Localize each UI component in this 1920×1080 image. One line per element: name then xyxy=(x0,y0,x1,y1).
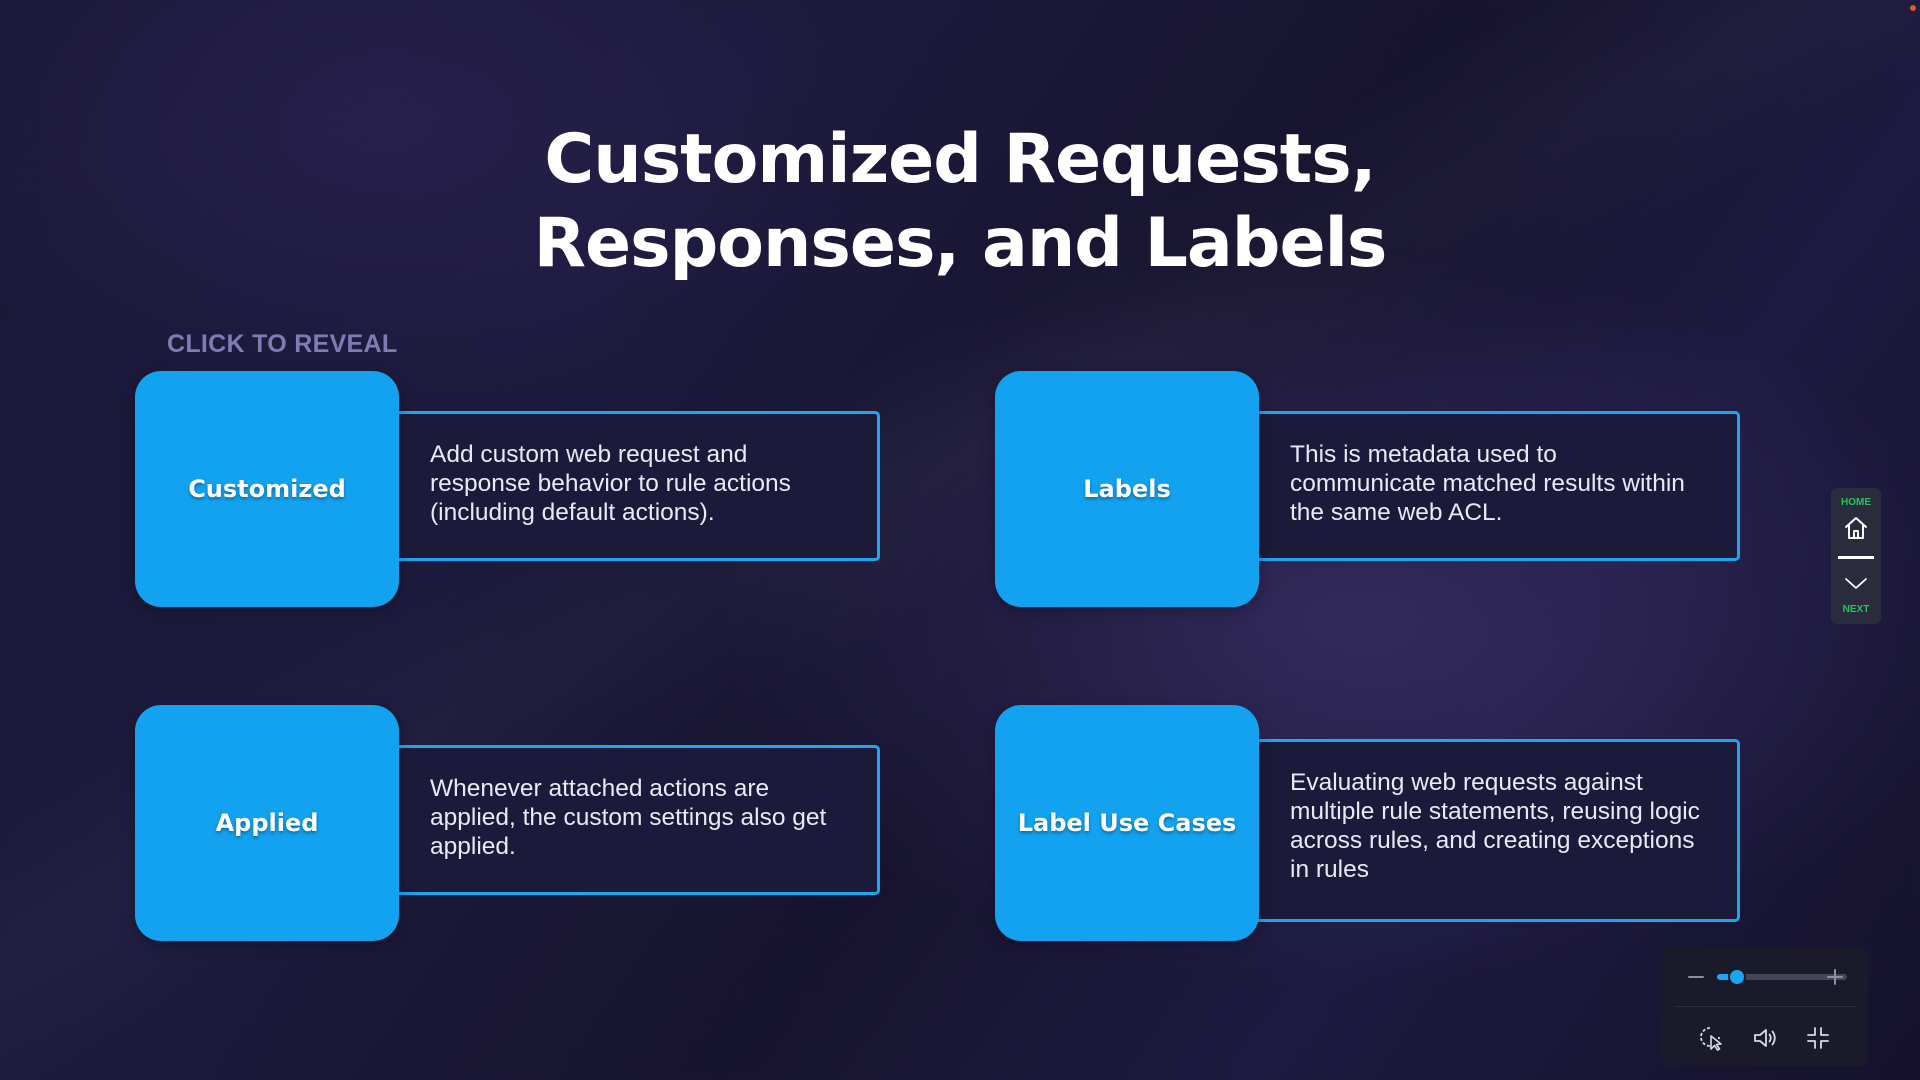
card-label-use-cases-tab[interactable]: Label Use Cases xyxy=(995,705,1259,941)
home-button[interactable] xyxy=(1843,515,1869,541)
home-icon xyxy=(1845,517,1867,539)
card-label-use-cases-description: Evaluating web requests against multiple… xyxy=(1250,739,1740,922)
exit-fullscreen-button[interactable] xyxy=(1804,1024,1832,1052)
card-label-use-cases: Evaluating web requests against multiple… xyxy=(995,705,1740,941)
exit-fullscreen-icon xyxy=(1807,1027,1829,1049)
player-divider xyxy=(1674,1006,1856,1007)
zoom-slider-thumb[interactable] xyxy=(1730,970,1744,984)
side-nav-divider xyxy=(1838,556,1874,559)
zoom-slider-fill xyxy=(1717,974,1737,980)
card-customized-tab[interactable]: Customized xyxy=(135,371,399,607)
volume-icon xyxy=(1754,1029,1776,1047)
home-label: HOME xyxy=(1841,497,1871,508)
card-customized: Add custom web request and response beha… xyxy=(135,371,880,607)
next-label: NEXT xyxy=(1842,604,1870,615)
zoom-out-button[interactable] xyxy=(1686,967,1706,987)
side-navigation: HOME NEXT xyxy=(1831,488,1881,624)
card-labels: This is metadata used to communicate mat… xyxy=(995,371,1740,607)
chevron-down-icon xyxy=(1845,578,1867,589)
card-labels-description: This is metadata used to communicate mat… xyxy=(1250,411,1740,561)
slide-title-line-2: Responses, and Labels xyxy=(533,204,1388,283)
card-applied-description: Whenever attached actions are applied, t… xyxy=(390,745,880,895)
slide-title: Customized Requests, Responses, and Labe… xyxy=(0,118,1920,286)
volume-button[interactable] xyxy=(1751,1024,1779,1052)
plus-icon xyxy=(1827,969,1843,985)
pointer-button[interactable] xyxy=(1698,1024,1726,1052)
player-controls xyxy=(1662,948,1868,1066)
slide-title-line-1: Customized Requests, xyxy=(544,120,1376,199)
minus-icon xyxy=(1688,976,1704,978)
card-applied-tab[interactable]: Applied xyxy=(135,705,399,941)
status-dot xyxy=(1910,5,1916,11)
zoom-in-button[interactable] xyxy=(1825,967,1845,987)
card-customized-description: Add custom web request and response beha… xyxy=(390,411,880,561)
zoom-slider[interactable] xyxy=(1717,970,1847,984)
next-button[interactable] xyxy=(1843,571,1869,597)
card-applied: Whenever attached actions are applied, t… xyxy=(135,705,880,941)
pointer-icon xyxy=(1700,1027,1722,1051)
click-to-reveal-hint: CLICK TO REVEAL xyxy=(167,330,398,358)
card-labels-tab[interactable]: Labels xyxy=(995,371,1259,607)
